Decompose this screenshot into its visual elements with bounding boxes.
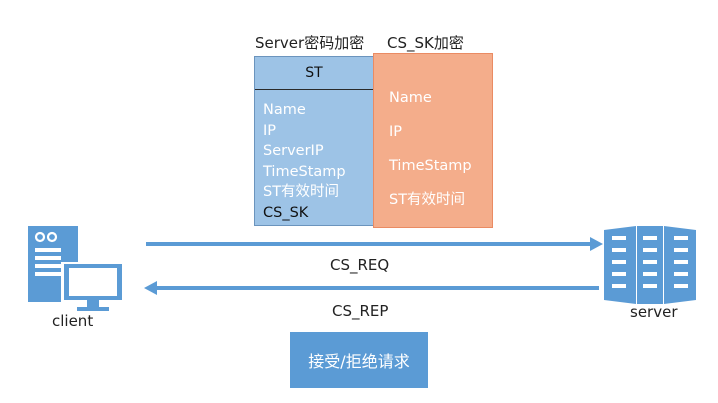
- sk-encrypted-box: Name IP TimeStamp ST有效时间: [373, 53, 493, 228]
- st-field-cs-sk: CS_SK: [263, 204, 309, 221]
- st-field-ip: IP: [263, 122, 277, 139]
- reply-arrow: [144, 281, 599, 295]
- sk-field-list: Name IP TimeStamp ST有效时间: [374, 54, 492, 217]
- st-field-list: Name IP ServerIP TimeStamp ST有效时间 CS_SK: [255, 90, 373, 223]
- request-label: CS_REQ: [330, 256, 390, 274]
- sk-encryption-title: CS_SK加密: [387, 34, 464, 52]
- st-ticket-box: ST Name IP ServerIP TimeStamp ST有效时间 CS_…: [254, 56, 374, 226]
- st-field-server-ip: ServerIP: [263, 143, 324, 159]
- st-field-name: Name: [263, 102, 306, 118]
- sk-field-timestamp: TimeStamp: [389, 158, 472, 174]
- server-rack-icon: [604, 226, 696, 304]
- sk-field-name: Name: [389, 90, 432, 106]
- accept-reject-box: 接受/拒绝请求: [290, 332, 428, 388]
- client-label: client: [52, 312, 94, 330]
- st-encryption-title: Server密码加密: [255, 34, 365, 52]
- sk-field-validity: ST有效时间: [389, 192, 466, 208]
- server-label: server: [630, 303, 678, 321]
- client-computer-icon: [28, 226, 123, 311]
- st-header: ST: [255, 57, 373, 90]
- sk-field-ip: IP: [389, 124, 403, 140]
- request-arrow: [146, 237, 603, 251]
- st-field-timestamp: TimeStamp: [263, 163, 346, 180]
- st-field-validity: ST有效时间: [263, 184, 340, 200]
- reply-label: CS_REP: [332, 302, 389, 320]
